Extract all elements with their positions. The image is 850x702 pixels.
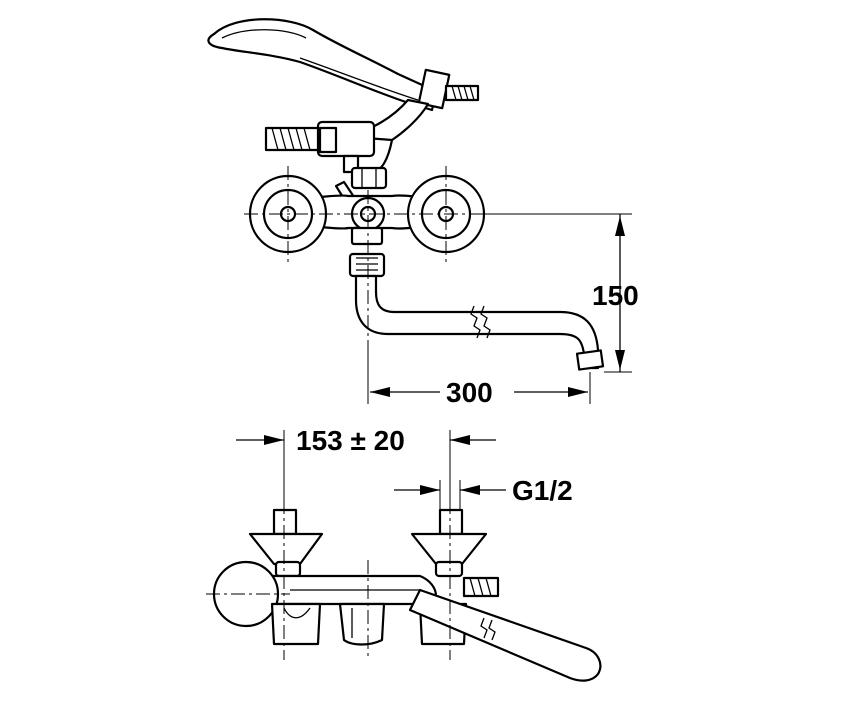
spout-pipe: [354, 274, 600, 370]
dimension-150: 150: [482, 213, 639, 373]
dimension-inlet-spacing: 153 ± 20: [236, 425, 496, 510]
diverter-nut: [350, 166, 388, 190]
inlet-thread-right: [462, 576, 500, 598]
left-eccentric: [248, 508, 324, 578]
diverter-block: [264, 120, 376, 174]
inlet-thread-left: [264, 126, 320, 152]
diverter-housing-bottom: [338, 602, 386, 646]
spout-bottom: [408, 588, 602, 682]
front-view: [207, 18, 605, 400]
dimension-thread: G1/2: [394, 475, 573, 512]
spout-height-label: 150: [592, 280, 639, 311]
inlet-spacing-label: 153 ± 20: [296, 425, 405, 456]
spout-reach-label: 300: [446, 377, 493, 408]
thread-label: G1/2: [512, 475, 573, 506]
dimension-300: 300: [367, 340, 591, 408]
bottom-view: 153 ± 20 G1/2: [206, 425, 602, 682]
hose-thread: [444, 84, 480, 102]
spout-break-mark: [470, 305, 491, 339]
right-eccentric: [410, 508, 488, 578]
spout-swivel: [350, 226, 384, 246]
left-valve-cap: [270, 602, 322, 646]
aerator: [575, 349, 605, 371]
